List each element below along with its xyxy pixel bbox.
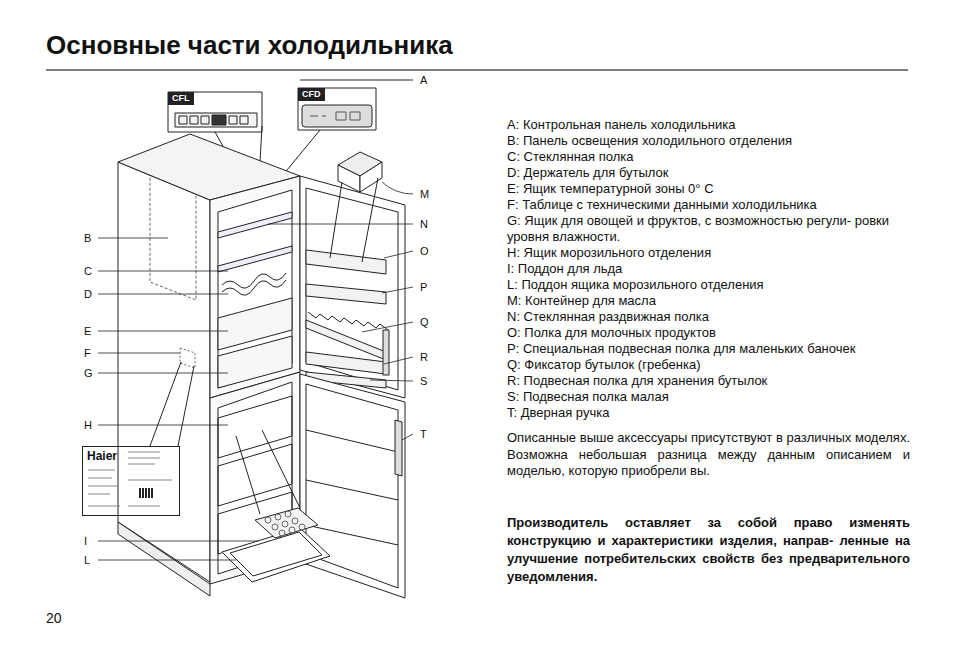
callout-letter: B	[83, 231, 92, 245]
page-title: Основные части холодильника	[46, 30, 453, 61]
parts-list-item: A: Контрольная панель холодильника	[507, 117, 910, 133]
fridge-drawing	[88, 80, 413, 598]
parts-list-item: I: Поддон для льда	[507, 261, 910, 277]
disclaimer-text: Производитель оставляет за собой право и…	[507, 514, 910, 586]
model-tag: CFL	[168, 92, 194, 105]
parts-list-item: D: Держатель для бутылок	[507, 165, 910, 181]
note-text: Описанные выше аксессуары присутствуют в…	[507, 430, 910, 480]
callout-letter: P	[419, 280, 428, 294]
parts-list-item: Q: Фиксатор бутылок (гребенка)	[507, 357, 910, 373]
parts-list-item: H: Ящик морозильного отделения	[507, 245, 910, 261]
callout-letter: S	[419, 374, 428, 388]
callout-letter: R	[419, 350, 429, 364]
callout-letter: A	[419, 73, 428, 87]
callout-letter: D	[83, 287, 93, 301]
callout-letter: Q	[419, 315, 430, 329]
parts-list-item: P: Специальная подвесная полка для мален…	[507, 341, 910, 357]
callout-letter: O	[419, 244, 430, 258]
rating-plate: Haier	[82, 446, 180, 516]
parts-list-item: T: Дверная ручка	[507, 405, 910, 421]
title-rule	[46, 69, 908, 71]
parts-list-item: C: Стеклянная полка	[507, 149, 910, 165]
parts-list-item: N: Стеклянная раздвижная полка	[507, 309, 910, 325]
parts-list-item: M: Контейнер для масла	[507, 293, 910, 309]
node-text: Haier	[83, 447, 179, 466]
parts-list: A: Контрольная панель холодильникаB: Пан…	[507, 117, 910, 421]
callout-letter: T	[419, 427, 428, 441]
page-number: 20	[46, 610, 62, 626]
callout-letter: C	[83, 264, 93, 278]
leader-lines	[98, 182, 413, 560]
parts-list-item: O: Полка для молочных продуктов	[507, 325, 910, 341]
callout-letter: H	[83, 418, 93, 432]
parts-list-item: S: Подвесная полка малая	[507, 389, 910, 405]
parts-list-item: B: Панель освещения холодильного отделен…	[507, 133, 910, 149]
callout-letter: N	[419, 217, 429, 231]
model-tag: CFD	[298, 88, 325, 101]
callout-letter: F	[83, 346, 92, 360]
callout-letter: L	[83, 553, 91, 567]
node-text: CFL	[172, 93, 190, 104]
parts-list-item: F: Таблице с техническими данными холоди…	[507, 197, 910, 213]
parts-list-item: R: Подвесная полка для хранения бутылок	[507, 373, 910, 389]
parts-list-item: L: Поддон ящика морозильного отделения	[507, 277, 910, 293]
callout-letter: M	[419, 187, 430, 201]
parts-list-item: G: Ящик для овощей и фруктов, с возможно…	[507, 213, 910, 245]
callout-letter: E	[83, 324, 92, 338]
callout-letter: I	[83, 534, 88, 548]
node-text: CFD	[302, 89, 321, 100]
callout-letter: G	[83, 366, 94, 380]
parts-list-item: E: Ящик температурной зоны 0° С	[507, 181, 910, 197]
